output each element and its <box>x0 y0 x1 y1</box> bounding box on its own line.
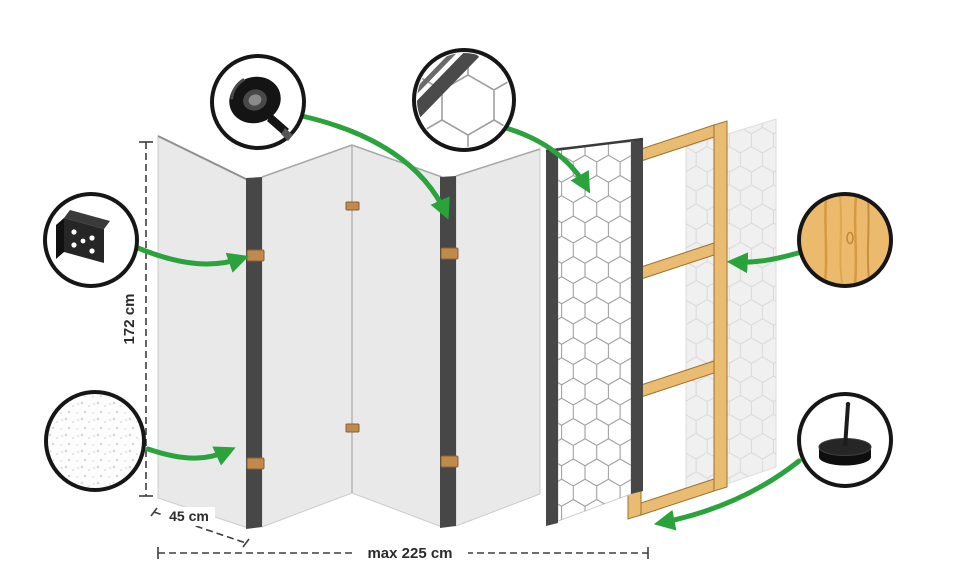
panel-4 <box>455 148 541 527</box>
arrow-wood <box>726 250 801 274</box>
panel-3-top-edge <box>351 144 443 178</box>
patterned-panel <box>545 137 644 526</box>
tape-icon <box>229 76 293 141</box>
panel-width-dimension-label: 45 cm <box>169 508 209 524</box>
panel-hinge-front-1 <box>246 249 265 262</box>
total-width-dimension-label: max 225 cm <box>367 545 452 562</box>
panel-hinge-front-4 <box>440 455 459 468</box>
panel-2-top-edge <box>261 144 353 178</box>
callout-wood-circle <box>797 192 893 288</box>
panel-3 <box>351 144 443 528</box>
arrow-texture <box>145 446 236 466</box>
backing-sheet <box>685 118 777 499</box>
total-width-label-bg <box>352 543 468 563</box>
panel-hinge-rear-2 <box>345 423 360 433</box>
hinge-icon <box>56 210 110 263</box>
callout-wood <box>797 192 893 288</box>
panel-1-top-edge <box>157 135 249 181</box>
callout-texture <box>44 390 146 492</box>
panel-hinge-rear-1 <box>345 201 360 211</box>
panel-hinge-front-2 <box>246 457 265 470</box>
callout-tape <box>210 54 306 150</box>
patterned-panel-pattern <box>558 142 631 521</box>
arrow-tape <box>299 113 450 220</box>
callout-foot <box>797 392 893 488</box>
folding-screen <box>157 135 541 529</box>
arrow-pattern <box>503 125 591 194</box>
panel-hinge-front-3 <box>440 247 459 260</box>
patterned-panel-top-edge <box>545 137 644 153</box>
foot-icon <box>818 401 872 466</box>
fold-edge-1 <box>246 177 262 529</box>
frame-right-rail <box>713 120 728 492</box>
panel-width-label-bg <box>163 507 215 526</box>
arrow-hinge <box>135 245 249 273</box>
panel-width-tick-right <box>242 538 250 548</box>
panel-4-top-edge <box>455 148 541 177</box>
texture-icon <box>49 395 141 487</box>
callout-hinge <box>43 192 139 288</box>
callout-pattern <box>412 48 516 152</box>
patterned-panel-right-edge <box>631 139 643 494</box>
wood-icon <box>823 196 870 284</box>
fold-edge-2 <box>440 176 456 528</box>
callout-arrows <box>135 113 802 531</box>
panel-2 <box>261 144 353 528</box>
height-dimension-label: 172 cm <box>121 294 138 345</box>
backing-sheet-pattern <box>686 119 776 498</box>
arrow-foot <box>653 458 802 531</box>
frame-rung-bottom <box>640 478 715 516</box>
panel-1 <box>157 135 249 529</box>
panel-width-tick-left <box>150 507 158 517</box>
patterned-panel-left-edge <box>546 148 558 526</box>
